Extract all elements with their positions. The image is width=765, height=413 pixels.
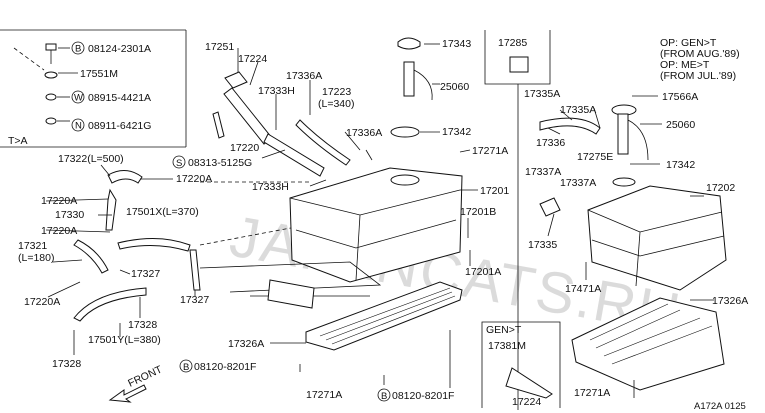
gen-t-inset-box [481,321,561,408]
label-17335a-1: 17335A [524,88,560,100]
label-17381m: 17381M [488,340,526,352]
label-17336a-1: 17336A [286,70,322,82]
label-17336: 17336 [536,137,565,149]
hose-assembly-left [45,164,201,355]
label-17220: 17220 [230,142,259,154]
inset-fastener-box [0,29,187,148]
circle-mark-b-3: B [381,391,387,402]
note-op-line2: (FROM AUG.'89) [660,48,740,60]
fuel-tank-right [539,95,727,291]
label-17343: 17343 [442,38,471,50]
label-17220a-2: 17220A [41,195,77,207]
label-17271a-1: 17271A [472,145,508,157]
label-25060-2: 25060 [666,119,695,131]
circle-mark-b-2: B [183,362,189,373]
label-17551m: 17551M [80,68,118,80]
label-17202: 17202 [706,182,735,194]
label-17337a-2: 17337A [560,177,596,189]
label-08120-8201f-2: 08120-8201F [392,390,454,402]
label-17223: 17223 [322,86,351,98]
note-op-line1: OP: GEN>T [660,37,717,49]
label-17328-2: 17328 [52,358,81,370]
filler-neck-assembly [199,48,441,246]
label-17326a-2: 17326A [712,295,748,307]
label-17471a: 17471A [565,283,601,295]
circle-mark-s: S [176,158,182,169]
circle-mark-n: N [75,121,82,132]
label-17335: 17335 [528,239,557,251]
label-17501y: 17501Y(L=380) [88,334,161,346]
note-op-line4: (FROM JUL.'89) [660,70,736,82]
label-17275e: 17275E [577,151,613,163]
label-25060-1: 25060 [440,81,469,93]
fuel-tank-left [289,37,478,283]
label-17220a-1: 17220A [176,173,212,185]
note-op-line3: OP: ME>T [660,59,710,71]
label-17321: 17321 [18,240,47,252]
label-08120-8201f-1: 08120-8201F [194,361,256,373]
skid-plate-right [571,297,725,398]
label-08915-4421a: 08915-4421A [88,92,151,104]
gen-t-label: GEN>T [486,324,522,336]
front-arrow-icon [108,384,147,403]
label-08124-2301a: 08124-2301A [88,43,151,55]
circle-mark-b: B [75,44,81,55]
part-17285-box [484,30,551,85]
label-17333h-1: 17333H [258,85,295,97]
inset-scope-label: T>A [8,135,28,147]
label-17326a-1: 17326A [228,338,264,350]
label-17328-1: 17328 [128,319,157,331]
label-17501x: 17501X(L=370) [126,206,199,218]
label-17337a-1: 17337A [525,166,561,178]
label-17271a-3: 17271A [574,387,610,399]
label-08911-6421g: 08911-6421G [88,120,151,132]
label-08313-5125g: 08313-5125G [188,157,252,169]
label-17327-1: 17327 [131,268,160,280]
skid-plate-left [270,281,463,388]
label-17335a-2: 17335A [560,104,596,116]
label-17321-length: (L=180) [18,252,54,264]
label-17342-2: 17342 [666,159,695,171]
circle-mark-w: W [74,93,83,104]
label-17201a: 17201A [465,266,501,278]
label-17201: 17201 [480,185,509,197]
part-17224-gen-t [505,367,553,399]
label-17330: 17330 [55,209,84,221]
label-17223-length: (L=340) [318,98,354,110]
part-17285-icon [509,56,529,73]
label-17333h-2: 17333H [252,181,289,193]
front-label: FRONT [126,363,164,389]
label-17342-1: 17342 [442,126,471,138]
label-17201b: 17201B [460,206,496,218]
label-17285: 17285 [498,37,527,49]
label-17224-top: 17224 [238,53,267,65]
label-17224-bottom: 17224 [512,396,541,408]
diagram-code: A172A 0125 [694,401,746,412]
label-17336a-2: 17336A [346,127,382,139]
label-17220a-3: 17220A [41,225,77,237]
label-17566a: 17566A [662,91,698,103]
label-17220a-4: 17220A [24,296,60,308]
label-17271a-2: 17271A [306,389,342,401]
label-17327-2: 17327 [180,294,209,306]
label-17322: 17322(L=500) [58,153,124,165]
label-17251: 17251 [205,41,234,53]
frame-outline [199,261,382,309]
